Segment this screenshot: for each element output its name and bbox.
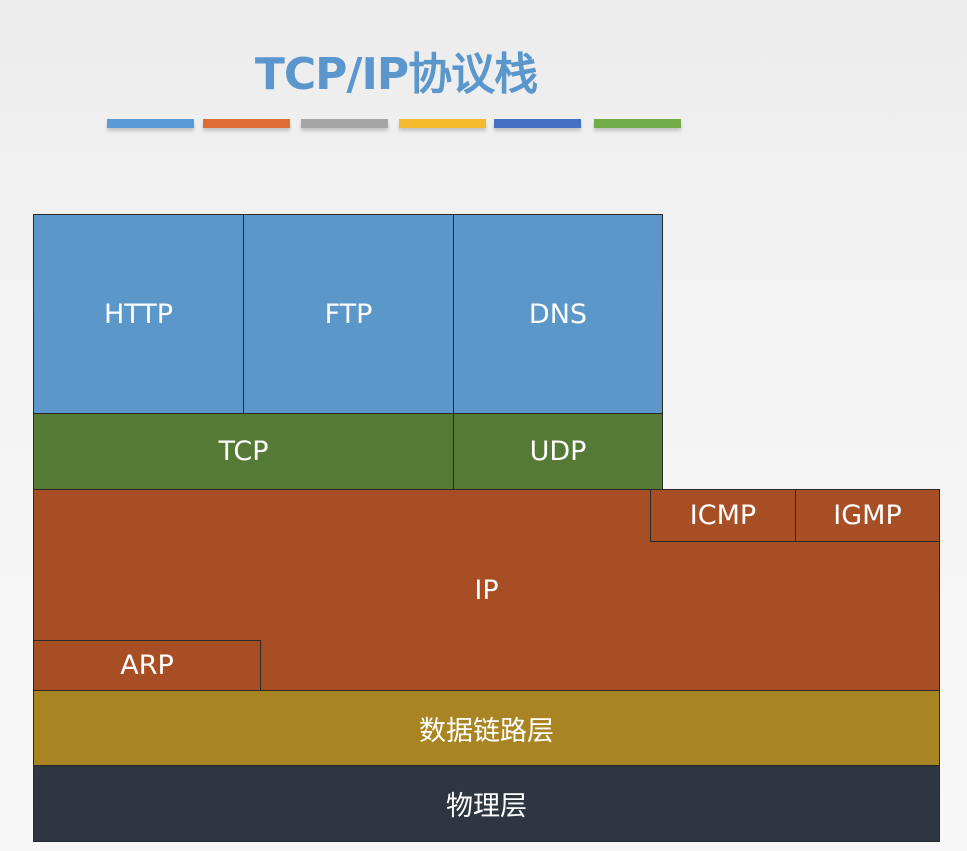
color-bar-6 [594, 119, 681, 128]
http-box: HTTP [33, 214, 244, 414]
ftp-box: FTP [243, 214, 454, 414]
color-bar-1 [107, 119, 194, 128]
arp-box: ARP [33, 640, 261, 691]
igmp-box: IGMP [795, 489, 940, 542]
color-bar-3 [301, 119, 388, 128]
icmp-box: ICMP [650, 489, 796, 542]
page-title: TCP/IP协议栈 [254, 49, 538, 100]
color-bar-4 [399, 119, 486, 128]
color-bar-2 [203, 119, 290, 128]
color-bar-5 [494, 119, 581, 128]
dns-box: DNS [453, 214, 663, 414]
tcp-box: TCP [33, 413, 454, 490]
datalink-layer-box: 数据链路层 [33, 690, 940, 766]
physical-layer-box: 物理层 [33, 765, 940, 842]
udp-box: UDP [453, 413, 663, 490]
